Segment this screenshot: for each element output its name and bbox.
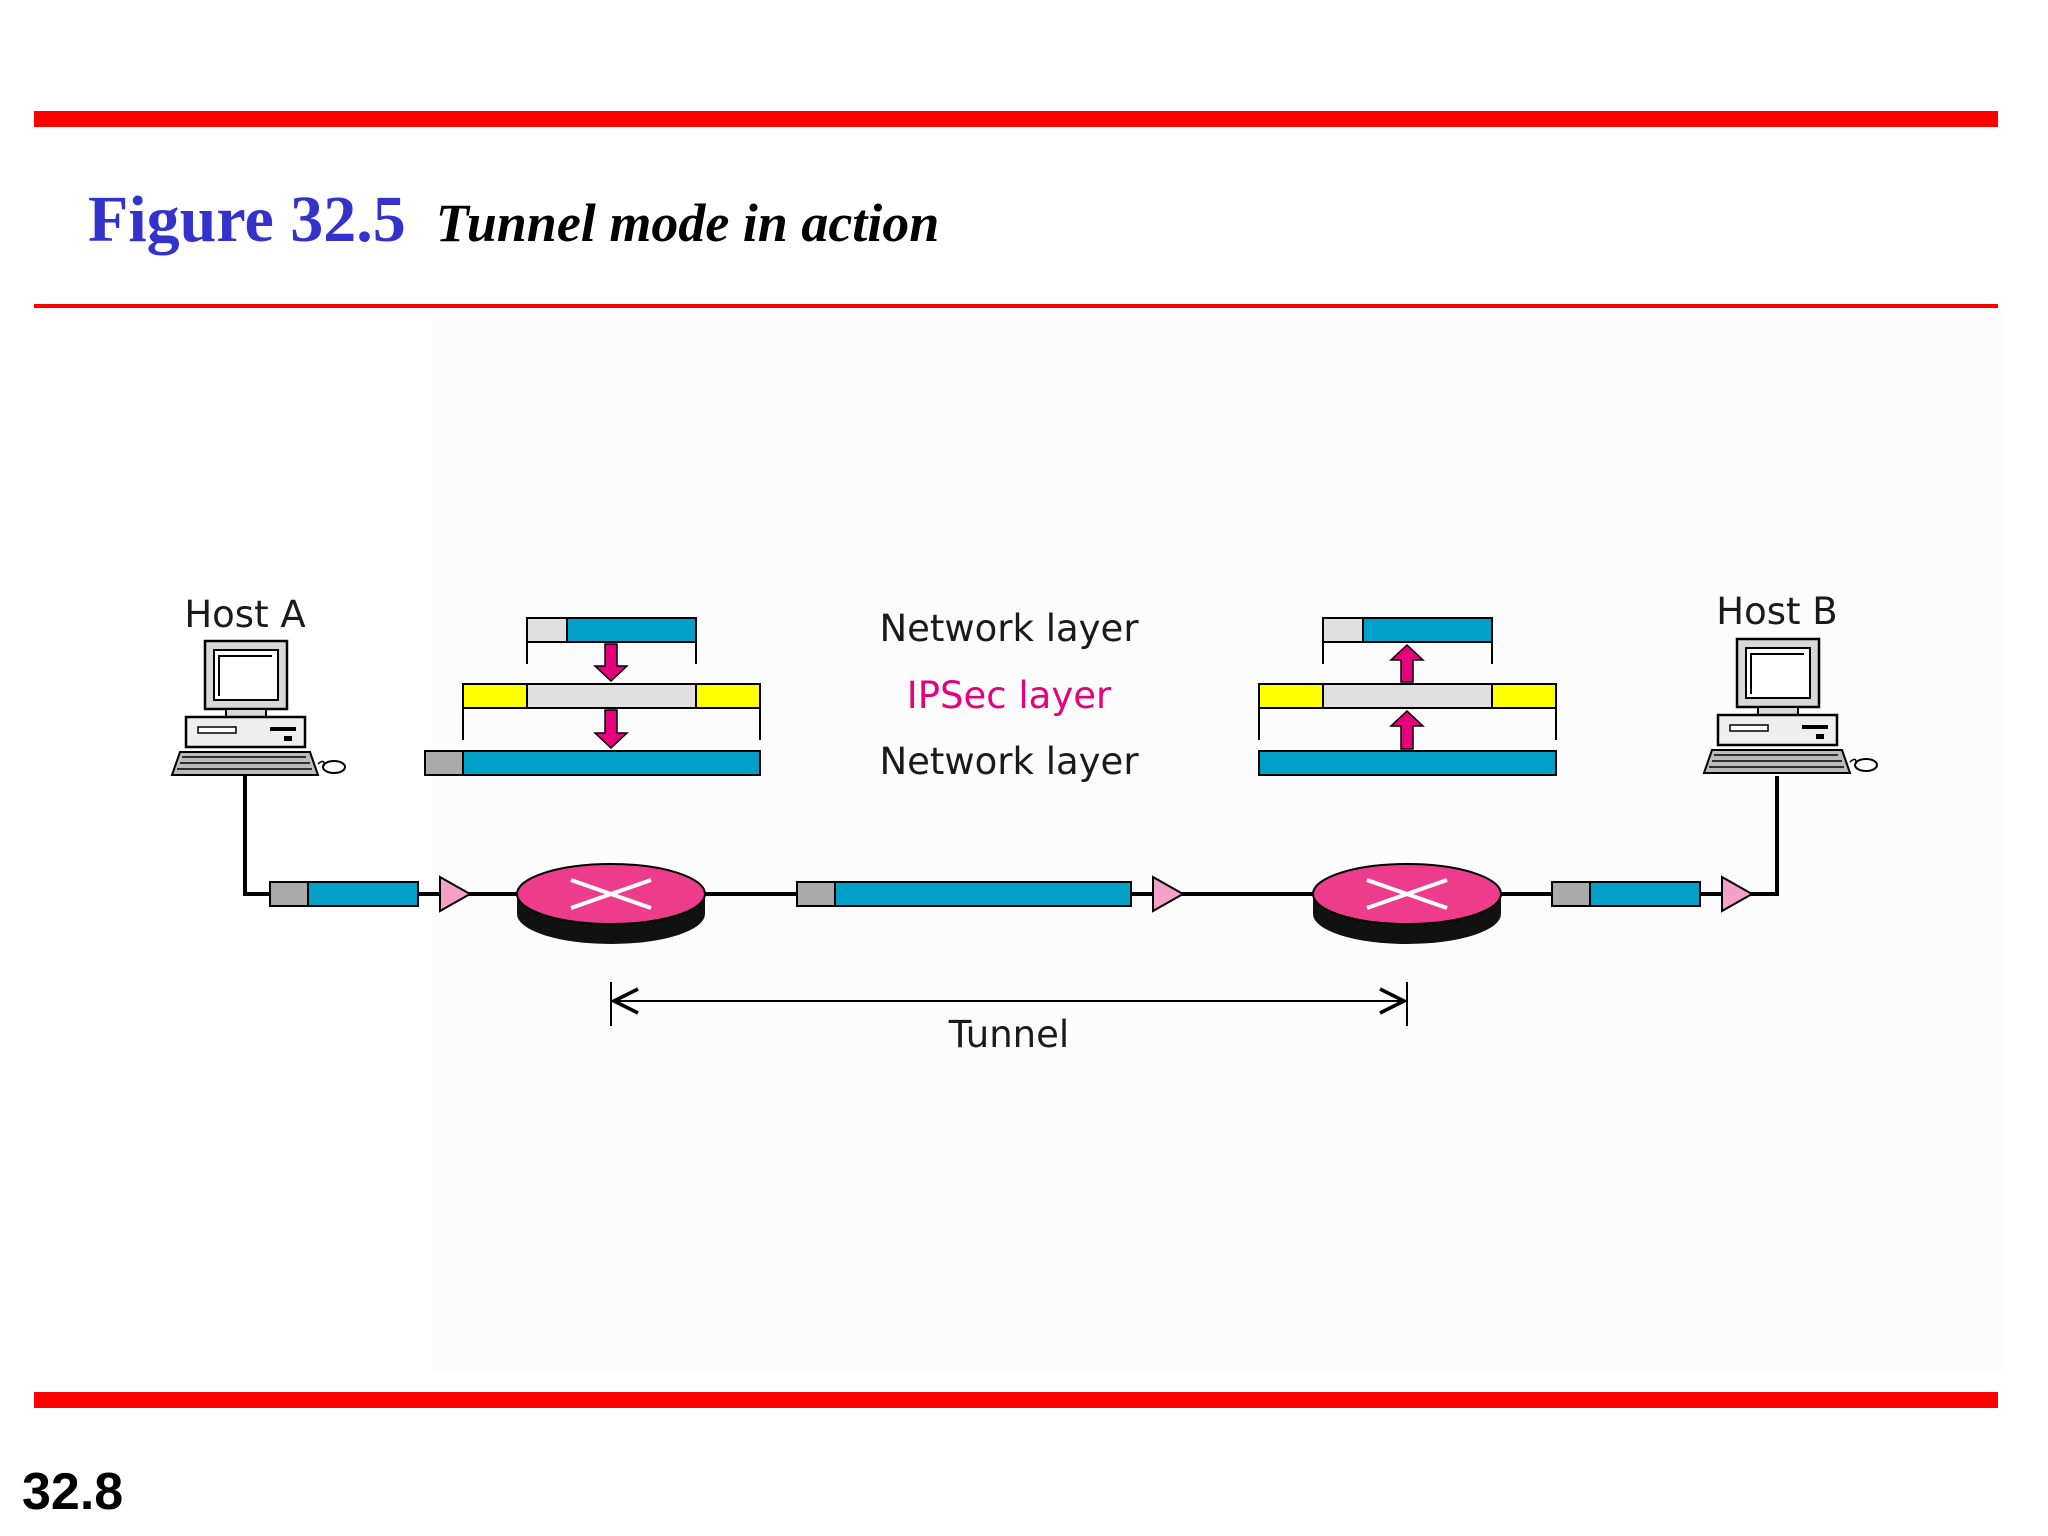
packet-in-tunnel	[796, 875, 1186, 913]
router-right-icon	[1312, 863, 1502, 944]
tunnel-label: Tunnel	[948, 1013, 1069, 1056]
ipsec-layer-label: IPSec layer	[907, 674, 1112, 717]
ipsec-packet	[1258, 683, 1557, 709]
host-b-computer-icon	[1702, 637, 1878, 774]
host-a-label: Host A	[184, 593, 305, 636]
tunnel-extent-indicator	[610, 982, 1408, 1026]
original-ip-packet	[526, 617, 697, 643]
network-layer-top-label: Network layer	[879, 607, 1139, 650]
packet-host-a-to-router	[269, 875, 473, 913]
new-ip-packet	[424, 750, 761, 776]
up-arrow-icon	[1389, 709, 1425, 750]
host-b-label: Host B	[1716, 590, 1837, 633]
figure-title: Figure 32.5 Tunnel mode in action	[88, 182, 939, 258]
packet-router-to-host-b	[1551, 875, 1755, 913]
router-left-icon	[516, 863, 706, 944]
host-a-computer-icon	[170, 639, 346, 776]
figure-caption: Tunnel mode in action	[435, 193, 940, 253]
page-number: 32.8	[22, 1463, 124, 1521]
new-ip-packet	[1258, 750, 1557, 776]
bottom-thick-rule	[34, 1392, 1998, 1408]
ipsec-packet	[462, 683, 761, 709]
down-arrow-icon	[593, 709, 629, 750]
down-arrow-icon	[593, 643, 629, 683]
figure-number: Figure 32.5	[88, 183, 406, 256]
top-thick-rule	[34, 111, 1998, 127]
diagram-background	[432, 318, 2004, 1370]
sender-encapsulation-stack	[424, 617, 761, 776]
receiver-decapsulation-stack	[1258, 617, 1557, 776]
up-arrow-icon	[1389, 643, 1425, 683]
original-ip-packet	[1322, 617, 1493, 643]
title-underline-rule	[34, 304, 1998, 308]
network-layer-bottom-label: Network layer	[879, 740, 1139, 783]
